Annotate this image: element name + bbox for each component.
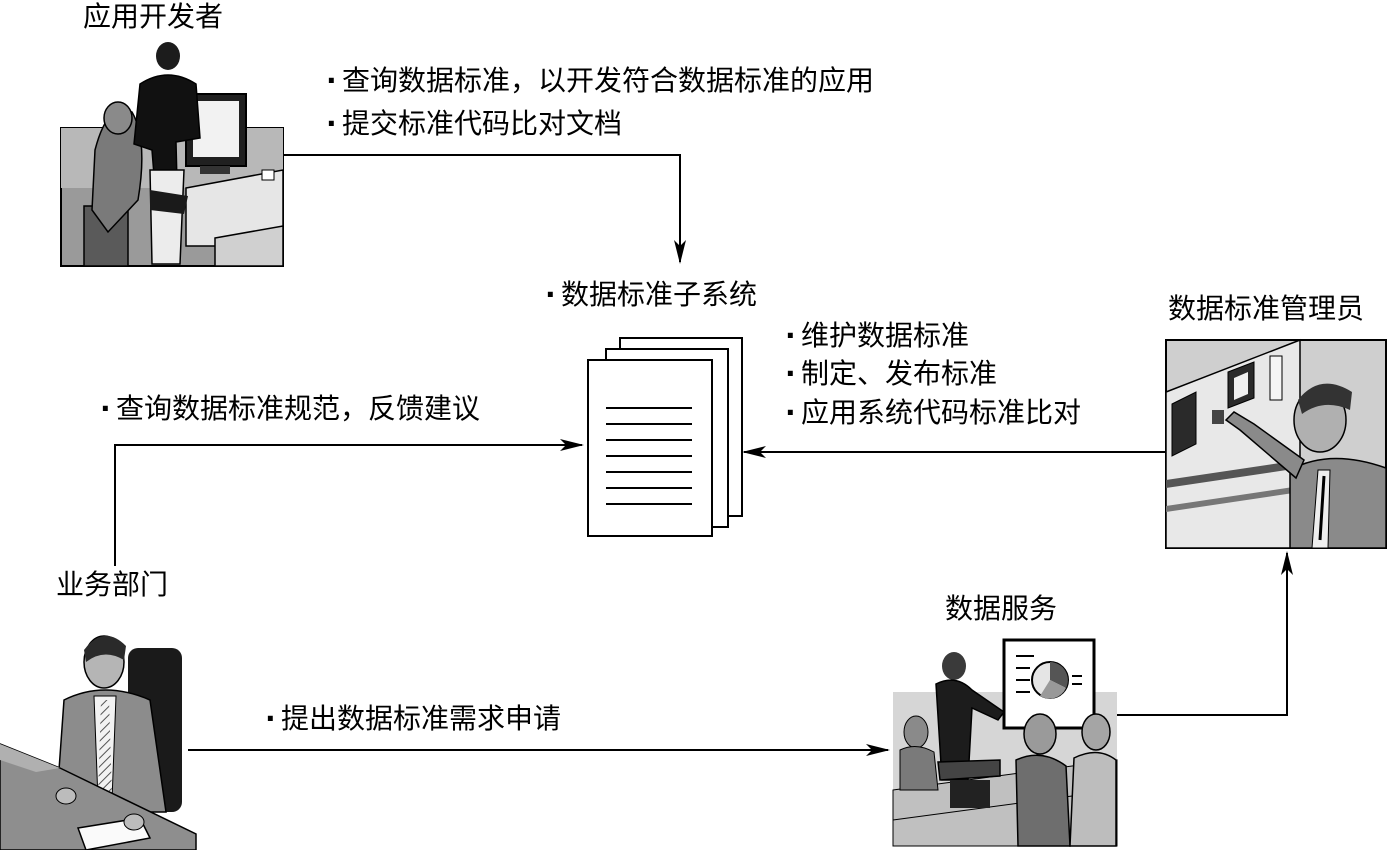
- developer-at-computer-illustration: [60, 42, 284, 267]
- label-business-dept: 业务部门: [56, 568, 169, 601]
- flow-text-admin-3: 应用系统代码标准比对: [785, 396, 1081, 430]
- label-data-standard-subsystem: 数据标准子系统: [545, 278, 757, 312]
- flow-text-dev-1: 查询数据标准，以开发符合数据标准的应用: [326, 64, 874, 98]
- connector-business-to-system: [114, 439, 584, 566]
- businessman-at-desk-illustration: [0, 635, 197, 850]
- connector-developer-to-system: [283, 154, 686, 264]
- flow-text-dev-2: 提交标准代码比对文档: [326, 107, 622, 141]
- label-app-developer: 应用开发者: [83, 0, 224, 33]
- label-data-admin: 数据标准管理员: [1168, 292, 1365, 325]
- document-stack-icon: [587, 337, 743, 537]
- presentation-meeting-illustration: [892, 638, 1118, 847]
- flow-text-business-query: 查询数据标准规范，反馈建议: [100, 392, 480, 426]
- connector-service-to-admin: [1100, 551, 1293, 716]
- flow-text-admin-1: 维护数据标准: [785, 319, 969, 353]
- administrator-at-control-panel-illustration: [1165, 338, 1387, 549]
- label-data-service: 数据服务: [945, 592, 1058, 625]
- flow-text-admin-2: 制定、发布标准: [785, 357, 997, 391]
- flow-text-business-request: 提出数据标准需求申请: [265, 702, 561, 736]
